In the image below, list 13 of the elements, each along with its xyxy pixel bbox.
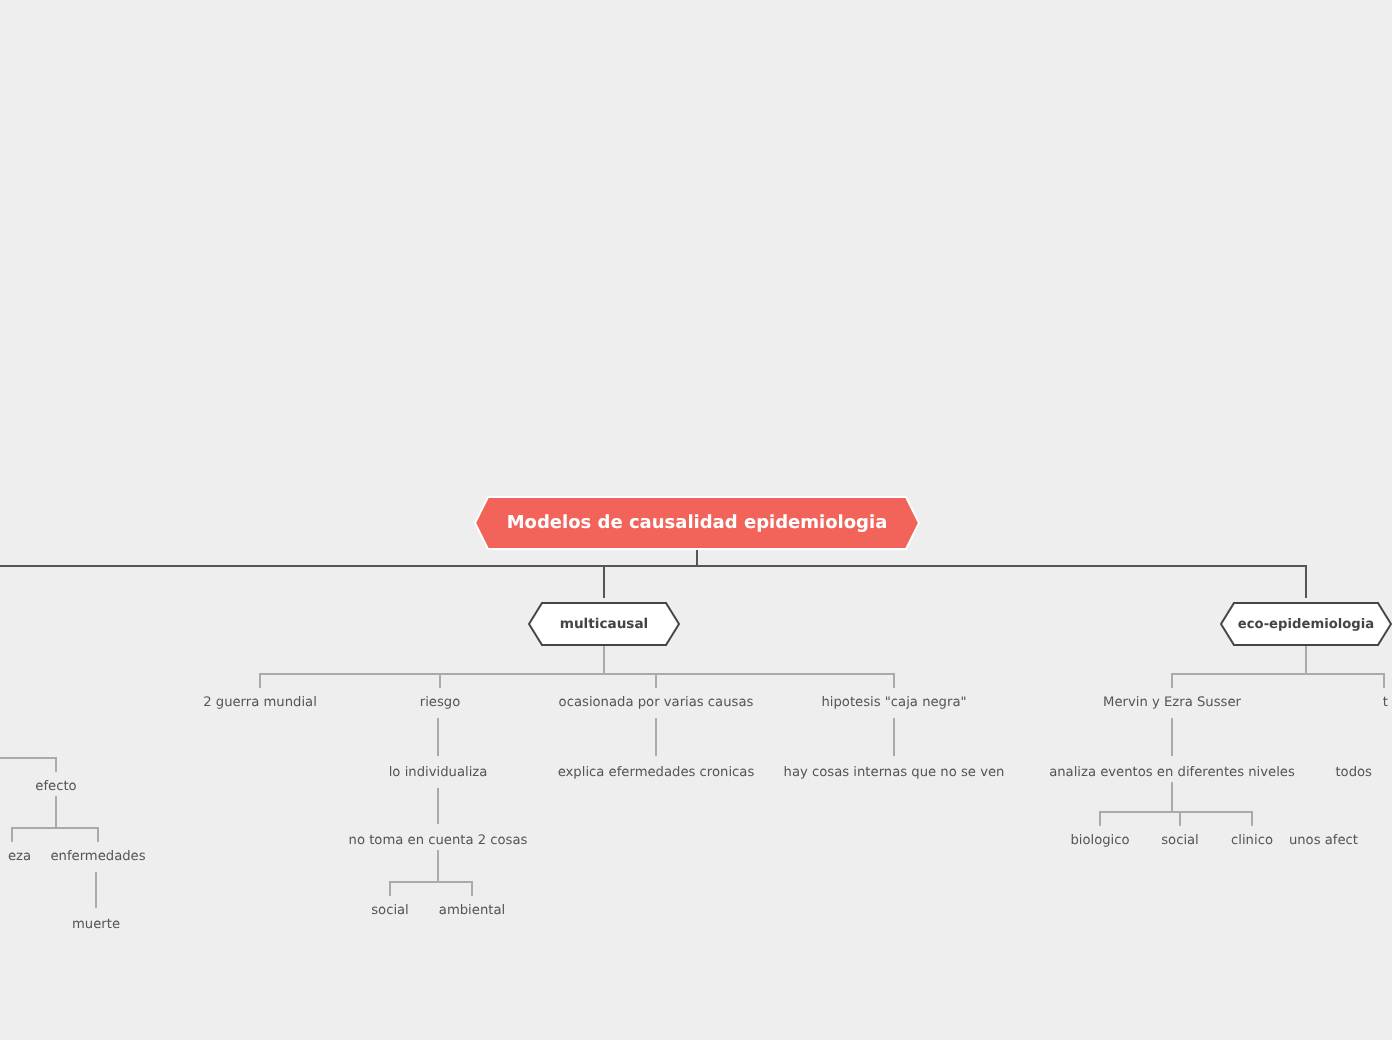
connector-line: [0, 757, 57, 773]
connector-line: [1171, 717, 1173, 757]
connector-line: [437, 787, 439, 825]
central-topic-hexagon: Modelos de causalidad epidemiologia: [474, 496, 920, 550]
connector-line: [1305, 645, 1385, 689]
connector-line: [893, 717, 895, 757]
connector-line: [95, 871, 97, 909]
connector-line: [55, 795, 99, 843]
connector-line: [1171, 781, 1253, 827]
connector-line: [655, 717, 657, 757]
connector-line: [437, 717, 439, 757]
connector-line: [603, 645, 895, 689]
connector-line: [437, 849, 473, 897]
